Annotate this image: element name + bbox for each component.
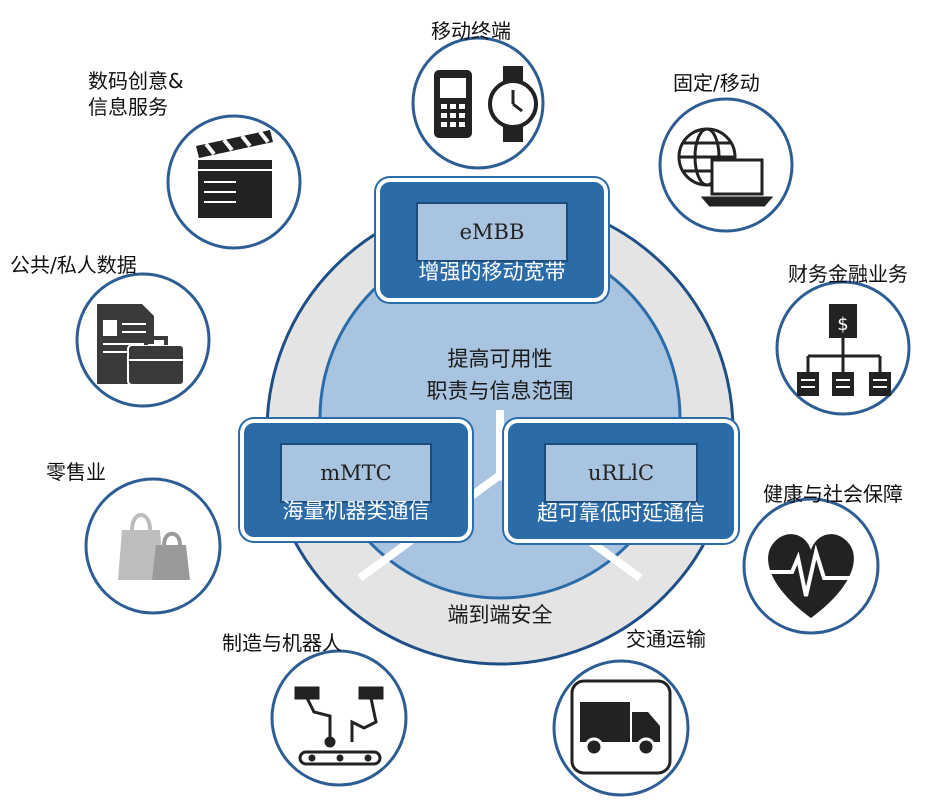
service-caption-urllc: 超可靠低时延通信 [537,501,705,525]
label-retail: 零售业 [46,460,106,484]
label-digital-creative-line1: 数码创意& [88,69,184,93]
service-caption-embb: 增强的移动宽带 [418,260,566,284]
label-digital-creative: 数码创意& 信息服务 [88,68,228,120]
app-circle-manufacturing [270,649,408,787]
label-mobile-terminal: 移动终端 [431,19,511,43]
label-manufacturing: 制造与机器人 [222,631,342,655]
label-finance: 财务金融业务 [788,262,908,286]
app-circle-fixed-mobile [658,97,794,233]
service-code-urllc: uRLlC [544,443,698,503]
label-transport: 交通运输 [626,627,706,651]
phone-watch-icon [434,66,538,142]
core-line-scope: 职责与信息范围 [426,379,574,403]
core-line-availability: 提高可用性 [447,347,553,371]
service-mmtc: mMTC 海量机器类通信 [240,419,472,541]
service-caption-mmtc: 海量机器类通信 [282,499,430,523]
service-code-mmtc: mMTC [280,443,432,503]
app-circle-transport [552,659,690,797]
app-circle-mobile-terminal [411,36,545,170]
label-digital-creative-line2: 信息服务 [88,95,168,119]
clapperboard-icon [196,130,273,218]
shopping-bag-icon [118,513,190,580]
svg-text:$: $ [837,314,848,335]
document-briefcase-icon [97,304,185,386]
app-circle-finance: $ [775,280,911,416]
service-urllc: uRLlC 超可靠低时延通信 [504,419,738,543]
core-text: 提高可用性 职责与信息范围 [380,343,620,407]
app-circle-digital-creative [166,114,302,250]
label-health: 健康与社会保障 [763,482,903,506]
robot-arm-icon [294,686,384,766]
service-code-embb: eMBB [416,202,568,262]
finance-hierarchy-icon: $ [797,304,891,396]
app-circle-retail [84,477,222,615]
label-fixed-mobile: 固定/移动 [673,71,760,95]
app-circle-data [75,272,211,408]
label-data: 公共/私人数据 [10,253,137,277]
app-circle-health [742,497,880,635]
truck-icon [580,702,660,757]
heart-pulse-icon [768,534,854,618]
service-embb: eMBB 增强的移动宽带 [376,178,608,302]
ring-label: 端到端安全 [447,603,553,627]
globe-laptop-icon [677,127,774,207]
